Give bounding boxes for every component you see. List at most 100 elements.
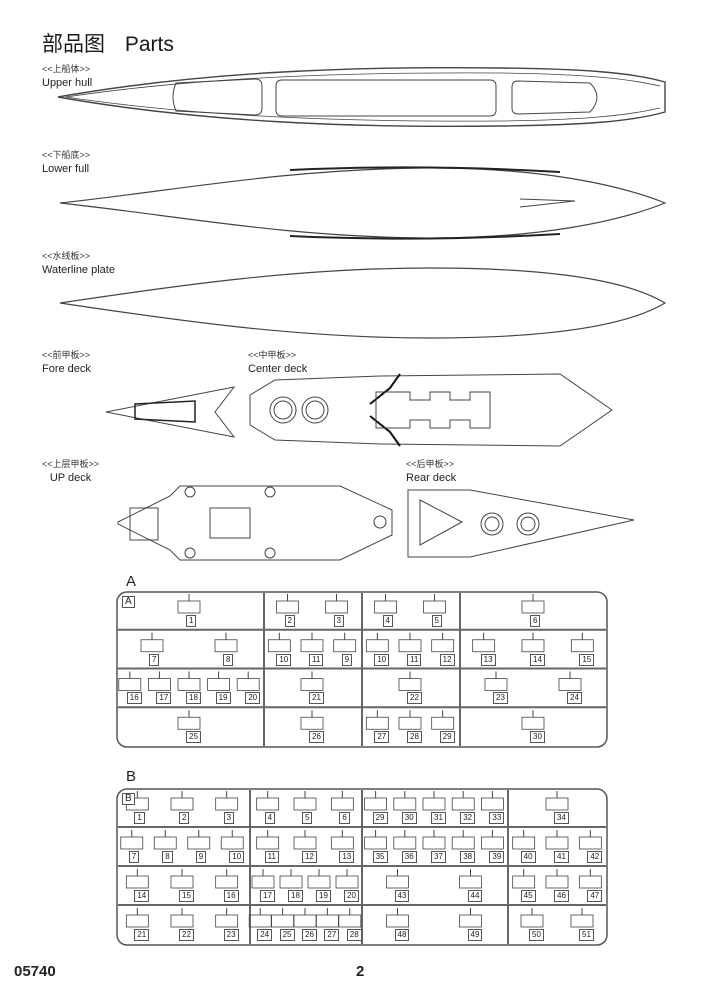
sprue-part (333, 639, 357, 653)
upper-hull-label: <<上船体>> Upper hull (42, 62, 92, 89)
sprue-part (170, 875, 194, 889)
sprue-part (364, 836, 388, 850)
sprue-part (365, 639, 389, 653)
part-number: 12 (302, 851, 317, 863)
part-number: 21 (134, 929, 150, 941)
sprue-part (545, 836, 569, 850)
sprue-part (207, 678, 230, 691)
page-number: 2 (356, 963, 365, 980)
part-number: 49 (467, 929, 483, 941)
sprue-part (365, 716, 389, 730)
part-number: 15 (579, 653, 595, 666)
sprue-part (293, 914, 317, 928)
part-number: 18 (288, 890, 303, 902)
page-title: 部品图 Parts (42, 28, 174, 58)
sprue-part (148, 678, 171, 691)
part-number: 33 (489, 812, 505, 824)
sprue-part (300, 678, 324, 691)
label-en: Rear deck (406, 472, 457, 484)
lower-hull-drawing (59, 166, 667, 240)
sprue-part (393, 836, 417, 850)
label-en: Lower full (42, 163, 90, 175)
product-code: 05740 (14, 963, 56, 980)
fore-deck-drawing (105, 386, 236, 438)
label-cn: <<中甲板>> (248, 350, 297, 360)
sprue-frame (116, 591, 608, 748)
part-number: 15 (179, 890, 194, 902)
part-number: 1 (186, 614, 197, 627)
waterline-plate-label: <<水线板>> Waterline plate (42, 249, 115, 276)
part-number: 30 (401, 812, 417, 824)
part-number: 11 (264, 851, 279, 863)
part-number: 14 (134, 890, 150, 902)
sprue-part (330, 836, 354, 850)
part-number: 9 (195, 851, 207, 863)
sprue-b-letter: B (126, 768, 137, 785)
sprue-part (422, 797, 446, 811)
part-number: 9 (341, 653, 353, 666)
part-number: 2 (179, 812, 190, 824)
part-number: 29 (372, 812, 388, 824)
part-number: 10 (276, 653, 292, 666)
sprue-part (451, 836, 475, 850)
sprue-tag: B (122, 793, 135, 805)
sprue-part (300, 639, 324, 653)
sprue-part (521, 716, 545, 730)
part-number: 5 (431, 614, 442, 627)
part-number: 12 (439, 653, 455, 666)
part-number: 13 (339, 851, 355, 863)
page-title-en: Parts (124, 33, 174, 56)
sprue-part (214, 639, 238, 653)
part-number: 34 (554, 812, 569, 824)
label-cn: <<下船底>> (42, 150, 91, 160)
page-title-cn: 部品图 (42, 33, 105, 56)
part-number: 3 (333, 614, 344, 627)
part-number: 21 (309, 692, 324, 705)
label-en: Center deck (248, 363, 308, 375)
sprue-part (251, 875, 275, 889)
part-number: 10 (229, 851, 245, 863)
part-number: 41 (554, 851, 569, 863)
part-number: 27 (324, 929, 340, 941)
sprue-part (558, 678, 582, 691)
sprue-part (578, 875, 602, 889)
part-number: 18 (186, 692, 201, 705)
sprue-part (570, 639, 594, 653)
sprue-part (293, 836, 317, 850)
sprue-part (459, 914, 482, 928)
sprue-part (215, 797, 239, 811)
part-number: 19 (316, 890, 331, 902)
part-number: 4 (382, 614, 393, 627)
sprue-part (398, 716, 422, 730)
part-number: 14 (530, 653, 545, 666)
part-number: 17 (260, 890, 275, 902)
part-number: 24 (257, 929, 273, 941)
part-number: 38 (460, 851, 476, 863)
sprue-part (293, 797, 317, 811)
part-number: 31 (431, 812, 446, 824)
sprue-part (480, 797, 504, 811)
up-deck-drawing (117, 485, 393, 561)
sprue-part (170, 797, 194, 811)
part-number: 7 (149, 653, 160, 666)
center-deck-drawing (249, 373, 613, 447)
label-cn: <<后甲板>> (406, 459, 455, 469)
part-number: 45 (520, 890, 536, 902)
sprue-part (267, 639, 291, 653)
part-number: 6 (339, 812, 350, 824)
part-number: 11 (407, 653, 422, 666)
label-cn: <<上船体>> (42, 64, 91, 74)
sprue-part (422, 836, 446, 850)
part-number: 6 (530, 614, 541, 627)
part-number: 8 (162, 851, 173, 863)
rear-deck-label: <<后甲板>> Rear deck (406, 457, 456, 484)
part-number: 30 (530, 731, 545, 743)
part-number: 40 (520, 851, 536, 863)
part-number: 32 (460, 812, 476, 824)
part-number: 26 (309, 731, 324, 743)
sprue-part (177, 600, 201, 614)
up-deck-label: <<上层甲板>> UP deck (42, 457, 99, 484)
part-number: 29 (439, 731, 455, 743)
